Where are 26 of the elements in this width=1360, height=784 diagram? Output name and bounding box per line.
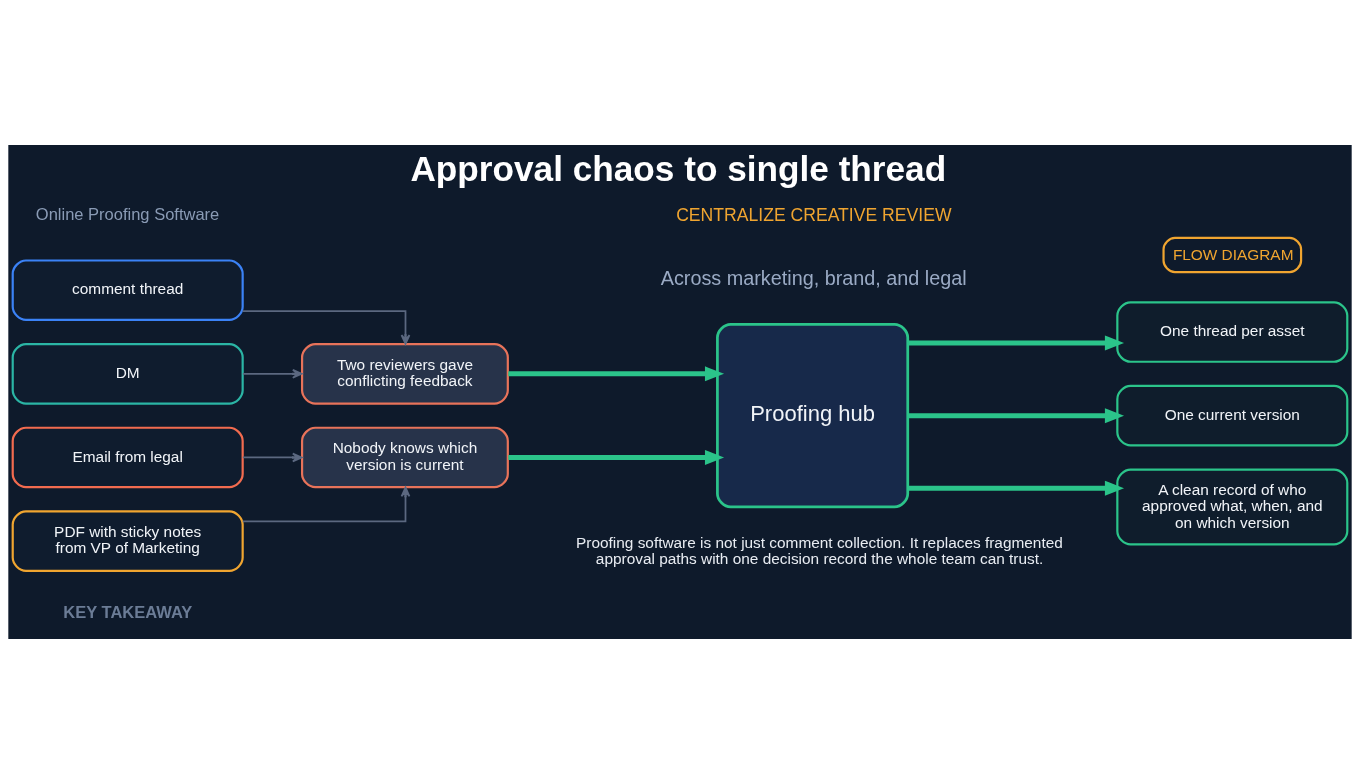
label: Online Proofing Software xyxy=(35,205,220,224)
node-box: PDF with sticky notes from VP of Marketing xyxy=(11,510,244,572)
node-box: Two reviewers gave conflicting feedback xyxy=(300,343,509,405)
arrow xyxy=(508,449,725,465)
arrow xyxy=(508,366,725,382)
arrow xyxy=(241,310,411,345)
node-box: Nobody knows which version is current xyxy=(300,426,509,489)
node-box: A clean record of who approved what, when, and on which version xyxy=(1116,468,1349,546)
diagram-title: Approval chaos to single thread xyxy=(410,148,947,188)
arrow xyxy=(907,408,1125,424)
label: FLOW DIAGRAM xyxy=(1172,245,1294,263)
node-box: DM xyxy=(11,343,244,405)
label: Across marketing, brand, and legal xyxy=(660,267,967,290)
node-box: One thread per asset xyxy=(1116,301,1349,363)
node-box: Email from legal xyxy=(11,426,244,489)
arrow xyxy=(907,480,1125,496)
label: KEY TAKEAWAY xyxy=(63,602,193,621)
arrow xyxy=(241,486,411,523)
arrow xyxy=(242,452,303,463)
node-box: One current version xyxy=(1116,384,1349,447)
arrow xyxy=(242,369,303,379)
label: Proofing software is not just comment collection. It replaces fragmented approval paths with one decision record the whole team can trust. xyxy=(576,533,1063,568)
node-box: comment thread xyxy=(11,259,244,322)
node-box: Proofing hub xyxy=(716,322,910,509)
arrow xyxy=(907,335,1125,351)
label: CENTRALIZE CREATIVE REVIEW xyxy=(676,204,952,225)
